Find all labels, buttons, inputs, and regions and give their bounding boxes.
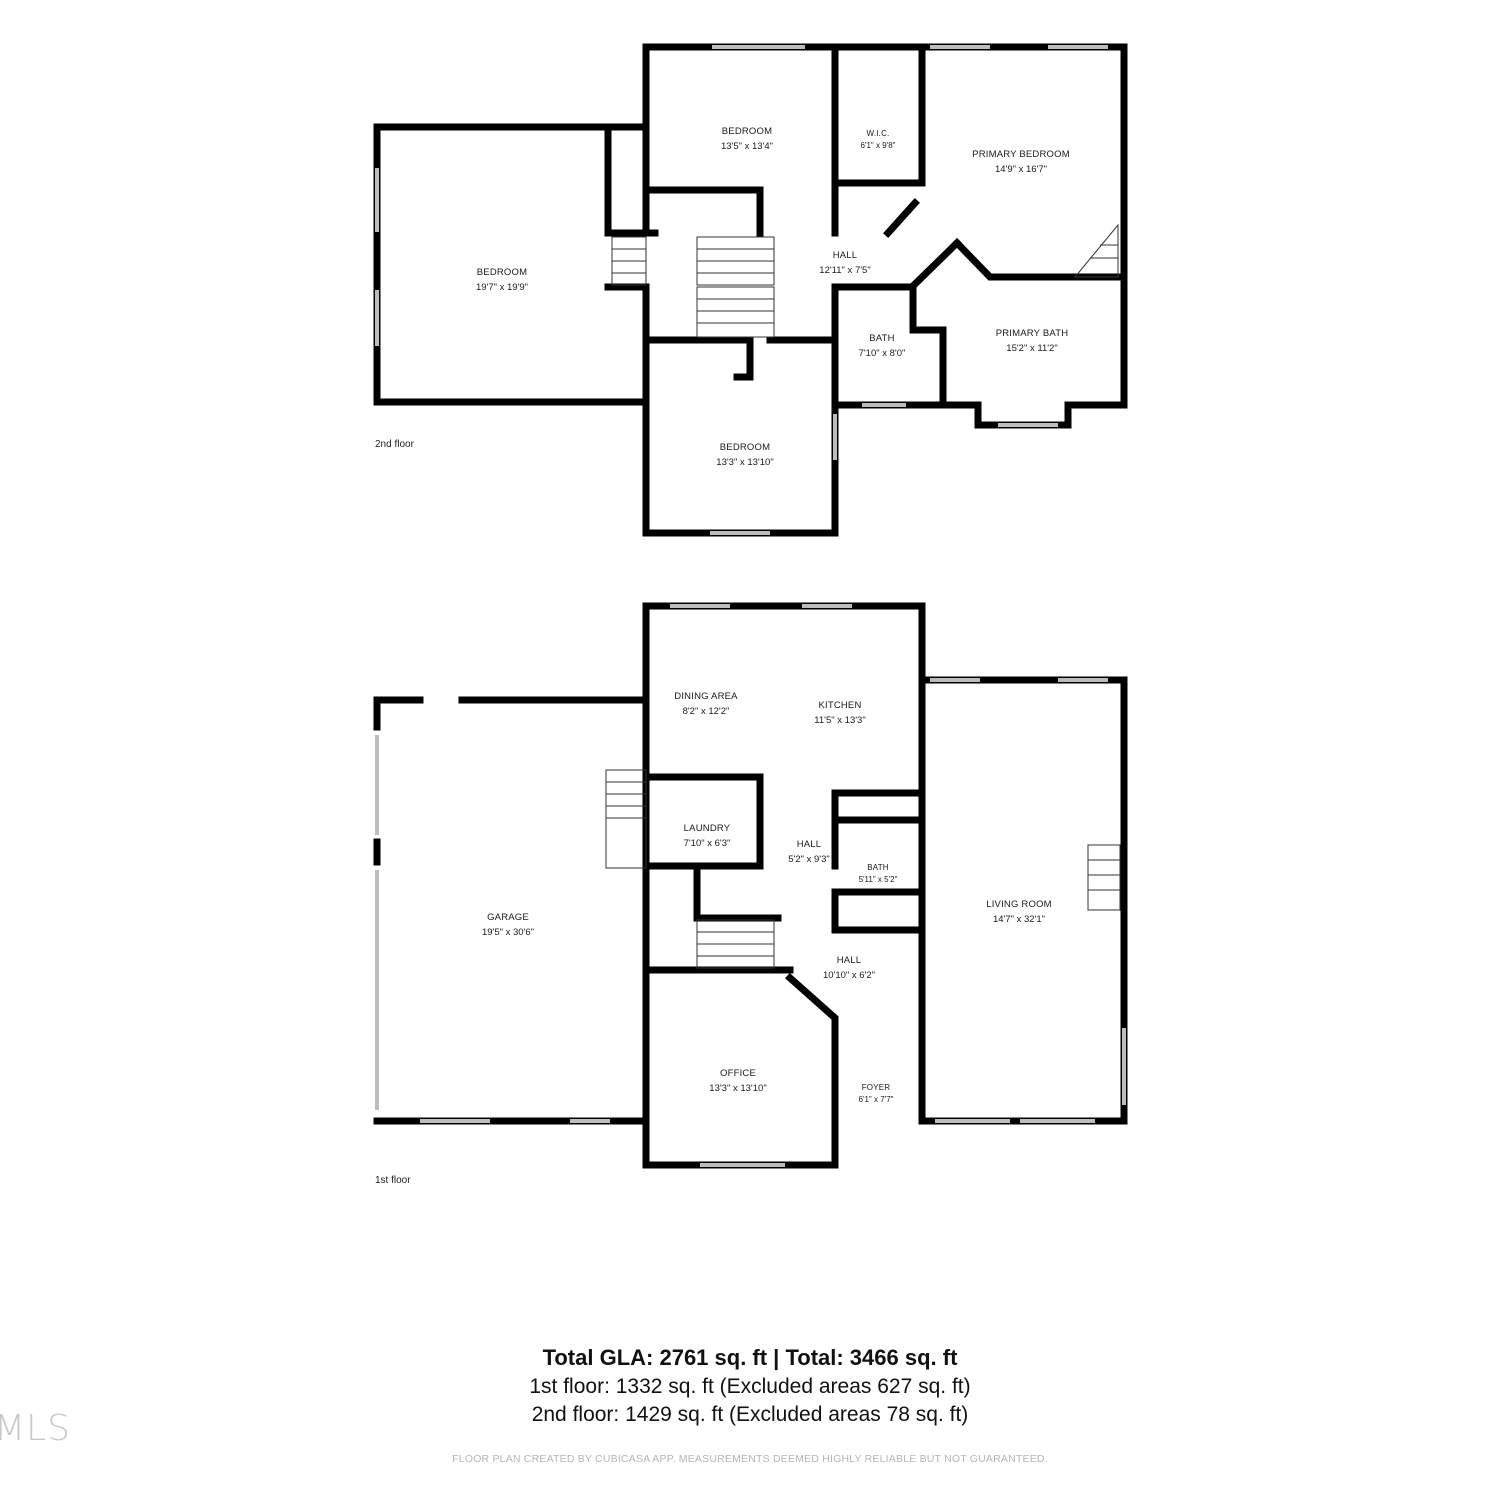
room-dining-area: DINING AREA 8'2" x 12'2" (674, 689, 737, 719)
room-hall-lower-1st: HALL 10'10" x 6'2" (823, 953, 875, 983)
room-name: OFFICE (719, 1068, 757, 1079)
room-name: KITCHEN (818, 700, 862, 711)
room-dims: 7'10" x 8'0" (858, 348, 906, 359)
room-hall-upper-1st: HALL 5'2" x 9'3" (788, 837, 830, 867)
room-bedroom-south: BEDROOM 13'3" x 13'10" (716, 440, 773, 470)
room-name: DINING AREA (674, 691, 738, 702)
room-kitchen: KITCHEN 11'5" x 13'3" (814, 698, 865, 728)
floor-label-2nd: 2nd floor (375, 439, 414, 450)
room-name: GARAGE (487, 912, 529, 923)
room-dims: 10'10" x 6'2" (822, 970, 876, 981)
room-name: LIVING ROOM (986, 899, 1052, 910)
disclaimer-text: FLOOR PLAN CREATED BY CUBICASA APP. MEAS… (452, 1453, 1048, 1465)
room-wic: W.I.C. 6'1" x 9'8" (861, 128, 896, 152)
room-name: FOYER (861, 1083, 891, 1092)
room-name: BEDROOM (721, 126, 773, 137)
room-dims: 13'3" x 13'10" (709, 1083, 767, 1094)
room-garage: GARAGE 19'5" x 30'6" (482, 910, 534, 940)
room-name: HALL (832, 250, 858, 261)
total-area-headline: Total GLA: 2761 sq. ft | Total: 3466 sq.… (542, 1345, 958, 1370)
room-dims: 6'1" x 9'8" (860, 141, 896, 150)
second-floor-stairs (611, 223, 1119, 338)
room-office: OFFICE 13'3" x 13'10" (709, 1066, 766, 1096)
room-living-room: LIVING ROOM 14'7" x 32'1" (986, 897, 1052, 927)
room-name: HALL (836, 955, 862, 966)
room-dims: 5'2" x 9'3" (788, 854, 830, 865)
first-floor-walls (373, 602, 1128, 1169)
room-dims: 15'2" x 11'2" (1006, 343, 1058, 354)
room-name: W.I.C. (866, 129, 890, 138)
room-laundry: LAUNDRY 7'10" x 6'3" (684, 821, 731, 851)
room-bath-2nd: BATH 7'10" x 8'0" (859, 331, 906, 361)
first-floor-windows (375, 604, 1126, 1167)
room-primary-bath: PRIMARY BATH 15'2" x 11'2" (996, 326, 1069, 356)
room-bedroom-west: BEDROOM 19'7" x 19'9" (476, 265, 528, 295)
room-name: BATH (869, 333, 895, 344)
room-dims: 5'11" x 5'2" (858, 875, 898, 884)
room-foyer: FOYER 6'1" x 7'7" (859, 1082, 894, 1106)
mls-watermark: MLS (0, 1408, 71, 1449)
room-bath-1st: BATH 5'11" x 5'2" (859, 862, 898, 886)
floor-label-1st: 1st floor (375, 1175, 411, 1186)
first-floor-area: 1st floor: 1332 sq. ft (Excluded areas 6… (529, 1375, 971, 1398)
room-dims: 19'5" x 30'6" (481, 927, 535, 938)
room-dims: 19'7" x 19'9" (475, 282, 529, 293)
room-bedroom-nw: BEDROOM 13'5" x 13'4" (721, 124, 773, 154)
room-dims: 6'1" x 7'7" (858, 1095, 894, 1104)
room-dims: 13'5" x 13'4" (720, 141, 774, 152)
room-dims: 14'7" x 32'1" (992, 914, 1046, 925)
room-name: BEDROOM (719, 442, 771, 453)
room-name: LAUNDRY (683, 823, 731, 834)
room-name: BATH (867, 863, 889, 872)
first-floor-stairs (605, 769, 1121, 969)
room-dims: 7'10" x 6'3" (683, 838, 731, 849)
second-floor-windows (375, 45, 1108, 535)
room-name: PRIMARY BEDROOM (972, 149, 1070, 160)
room-dims: 14'9" x 16'7" (994, 164, 1048, 175)
room-primary-bedroom: PRIMARY BEDROOM 14'9" x 16'7" (972, 147, 1070, 177)
room-name: HALL (796, 839, 822, 850)
room-name: BEDROOM (476, 267, 528, 278)
second-floor-area: 2nd floor: 1429 sq. ft (Excluded areas 7… (531, 1403, 969, 1426)
room-name: PRIMARY BATH (995, 328, 1069, 339)
room-dims: 13'3" x 13'10" (716, 457, 774, 468)
room-hall-2nd: HALL 12'11" x 7'5" (819, 248, 870, 278)
room-dims: 12'11" x 7'5" (819, 265, 871, 276)
room-dims: 11'5" x 13'3" (814, 715, 866, 726)
room-dims: 8'2" x 12'2" (682, 706, 730, 717)
